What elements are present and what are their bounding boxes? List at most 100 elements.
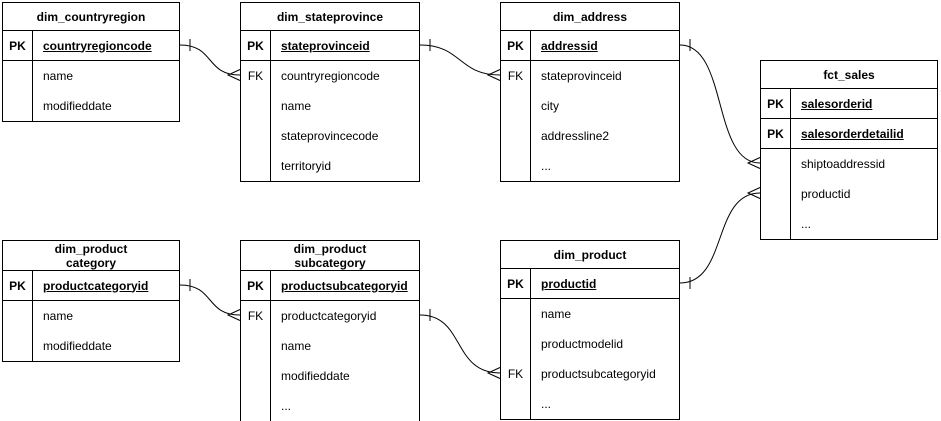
field-row: ... bbox=[241, 391, 419, 421]
field-name: ... bbox=[541, 397, 552, 411]
field-name: name bbox=[281, 339, 312, 353]
key-cell bbox=[241, 151, 271, 181]
entity-title: dim_product bbox=[501, 241, 679, 269]
field-row: productmodelid bbox=[501, 329, 679, 359]
key-cell bbox=[241, 361, 271, 391]
field-row: PK countryregioncode bbox=[3, 31, 179, 61]
key-cell: PK bbox=[761, 119, 791, 148]
field-name: productsubcategoryid bbox=[541, 367, 656, 381]
field-name: stateprovinceid bbox=[541, 69, 622, 83]
key-cell: PK bbox=[501, 269, 531, 298]
key-cell bbox=[761, 209, 791, 239]
many-crowfoot-icon bbox=[226, 309, 241, 321]
key-cell bbox=[761, 179, 791, 209]
key-cell bbox=[3, 331, 33, 361]
field-name: productsubcategoryid bbox=[281, 278, 408, 293]
field-name: productid bbox=[541, 276, 597, 291]
field-row: FK productcategoryid bbox=[241, 301, 419, 331]
relationship-countryregion-to-stateprovince bbox=[179, 39, 241, 81]
entity-title: dim_product subcategory bbox=[241, 241, 419, 271]
field-name: name bbox=[43, 309, 74, 323]
field-name: ... bbox=[281, 399, 292, 413]
field-row: PK addressid bbox=[501, 31, 679, 61]
entity-dim-address: dim_address PK addressid FK stateprovinc… bbox=[500, 2, 680, 182]
relationship-address-to-fctsales bbox=[679, 39, 761, 169]
entity-fct-sales: fct_sales PK salesorderid PK salesorderd… bbox=[760, 60, 938, 240]
relationship-product-to-fctsales bbox=[679, 187, 761, 289]
field-row: FK productsubcategoryid bbox=[501, 359, 679, 389]
edge-line bbox=[419, 44, 501, 76]
field-name: territoryid bbox=[281, 159, 332, 173]
key-cell: FK bbox=[501, 359, 531, 389]
field-name: countryregioncode bbox=[43, 38, 152, 53]
key-cell bbox=[501, 91, 531, 121]
relationship-stateprovince-to-address bbox=[419, 39, 501, 81]
edge-line bbox=[679, 44, 761, 164]
edge-line bbox=[179, 284, 241, 316]
many-crowfoot-icon bbox=[746, 157, 761, 169]
field-row: FK stateprovinceid bbox=[501, 61, 679, 91]
field-row: territoryid bbox=[241, 151, 419, 181]
field-row: name bbox=[3, 301, 179, 331]
many-crowfoot-icon bbox=[486, 69, 501, 81]
field-row: modifieddate bbox=[241, 361, 419, 391]
key-cell: PK bbox=[241, 271, 271, 300]
key-cell: PK bbox=[761, 89, 791, 118]
entity-title: dim_address bbox=[501, 3, 679, 31]
key-cell bbox=[241, 121, 271, 151]
key-cell bbox=[3, 91, 33, 121]
field-row: PK stateprovinceid bbox=[241, 31, 419, 61]
key-cell bbox=[501, 121, 531, 151]
field-name: modifieddate bbox=[43, 339, 112, 353]
key-cell: FK bbox=[241, 61, 271, 91]
field-name: ... bbox=[801, 217, 812, 231]
entity-dim-product: dim_product PK productid name productmod… bbox=[500, 240, 680, 420]
field-row: PK salesorderid bbox=[761, 89, 937, 119]
field-name: shiptoaddressid bbox=[801, 157, 886, 171]
entity-title: dim_product category bbox=[3, 241, 179, 271]
key-cell bbox=[241, 391, 271, 421]
many-crowfoot-icon bbox=[486, 367, 501, 379]
entity-dim-stateprovince: dim_stateprovince PK stateprovinceid FK … bbox=[240, 2, 420, 182]
edge-line bbox=[679, 192, 761, 284]
field-name: city bbox=[541, 99, 559, 113]
edge-line bbox=[179, 44, 241, 76]
many-crowfoot-icon bbox=[746, 187, 761, 199]
field-row: PK productsubcategoryid bbox=[241, 271, 419, 301]
entity-dim-productcategory: dim_product category PK productcategoryi… bbox=[2, 240, 180, 362]
field-row: shiptoaddressid bbox=[761, 149, 937, 179]
field-name: countryregioncode bbox=[281, 69, 380, 83]
field-name: stateprovinceid bbox=[281, 38, 370, 53]
entity-title: dim_stateprovince bbox=[241, 3, 419, 31]
key-cell bbox=[501, 329, 531, 359]
key-cell bbox=[3, 61, 33, 91]
entity-title: fct_sales bbox=[761, 61, 937, 89]
field-row: PK salesorderdetailid bbox=[761, 119, 937, 149]
field-name: stateprovincecode bbox=[281, 129, 379, 143]
field-name: productid bbox=[801, 187, 851, 201]
key-cell: FK bbox=[501, 61, 531, 91]
field-row: modifieddate bbox=[3, 331, 179, 361]
field-name: productcategoryid bbox=[281, 309, 377, 323]
key-cell bbox=[501, 389, 531, 419]
key-cell bbox=[761, 149, 791, 179]
field-row: PK productid bbox=[501, 269, 679, 299]
entity-dim-countryregion: dim_countryregion PK countryregioncode n… bbox=[2, 2, 180, 122]
relationship-productcategory-to-productsubcategory bbox=[179, 279, 241, 321]
field-row: ... bbox=[761, 209, 937, 239]
key-cell bbox=[3, 301, 33, 331]
field-row: stateprovincecode bbox=[241, 121, 419, 151]
key-cell: PK bbox=[3, 31, 33, 60]
field-name: addressline2 bbox=[541, 129, 610, 143]
field-name: productmodelid bbox=[541, 337, 624, 351]
relationship-productsubcategory-to-product bbox=[419, 309, 501, 379]
field-row: PK productcategoryid bbox=[3, 271, 179, 301]
field-row: modifieddate bbox=[3, 91, 179, 121]
many-crowfoot-icon bbox=[226, 69, 241, 81]
field-row: ... bbox=[501, 151, 679, 181]
field-row: FK countryregioncode bbox=[241, 61, 419, 91]
field-row: city bbox=[501, 91, 679, 121]
key-cell bbox=[241, 331, 271, 361]
field-row: ... bbox=[501, 389, 679, 419]
